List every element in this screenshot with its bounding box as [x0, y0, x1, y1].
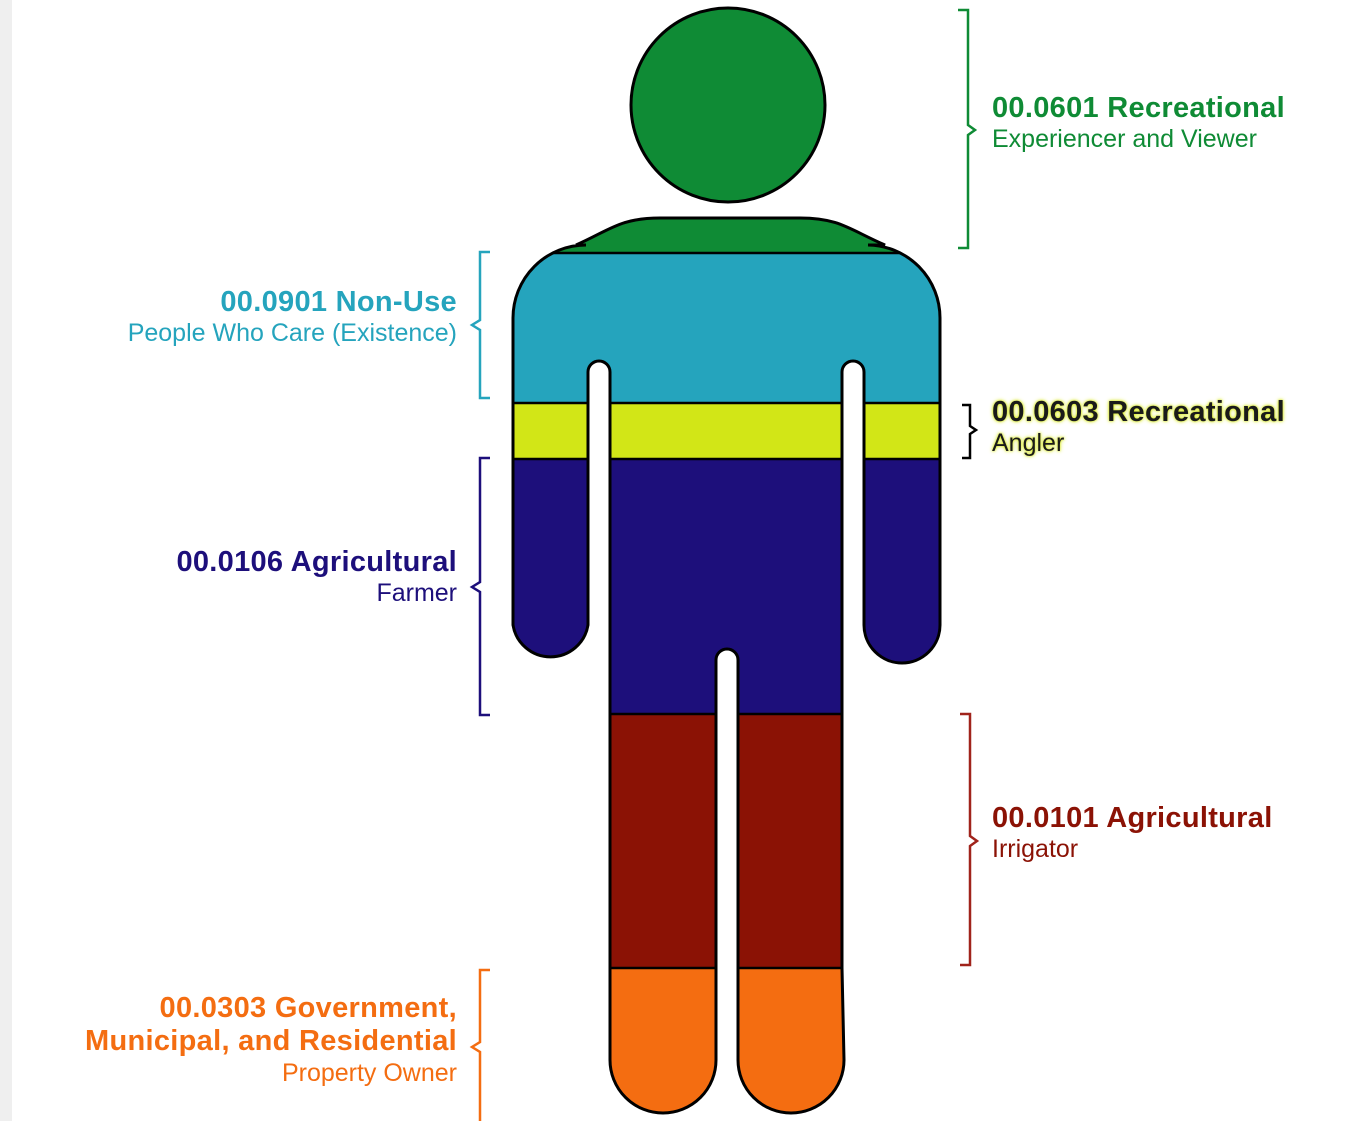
label-rec-viewer: 00.0601 Recreational Experiencer and Vie… [992, 92, 1285, 154]
figure-head [629, 6, 827, 204]
band-property [513, 968, 940, 1113]
bracket-irrigator [960, 712, 980, 967]
label-angler: 00.0603 Recreational Angler [992, 396, 1285, 458]
label-farmer: 00.0106 Agricultural Farmer [176, 546, 457, 608]
bracket-farmer [469, 456, 490, 717]
label-farmer-subtitle: Farmer [376, 579, 457, 608]
bracket-angler [962, 403, 979, 460]
bracket-property [469, 968, 490, 1121]
bracket-rec-viewer [958, 8, 978, 250]
label-nonuse: 00.0901 Non-Use People Who Care (Existen… [128, 286, 457, 348]
label-property: 00.0303 Government, Municipal, and Resid… [85, 992, 457, 1087]
label-property-title-line2: Municipal, and Residential [85, 1025, 457, 1058]
label-angler-subtitle: Angler [992, 429, 1065, 458]
label-nonuse-subtitle: People Who Care (Existence) [127, 319, 457, 348]
label-angler-title: 00.0603 Recreational [992, 396, 1285, 428]
figure-body-outline [511, 216, 942, 1115]
bracket-nonuse [469, 250, 490, 400]
label-property-title-line1: 00.0303 Government, [159, 992, 457, 1024]
band-angler [513, 403, 940, 459]
label-irrigator-title: 00.0101 Agricultural [992, 802, 1273, 834]
label-irrigator: 00.0101 Agricultural Irrigator [992, 802, 1273, 864]
label-property-subtitle: Property Owner [281, 1058, 457, 1087]
label-rec-viewer-title: 00.0601 Recreational [992, 92, 1285, 124]
label-nonuse-title: 00.0901 Non-Use [220, 286, 457, 318]
left-edge-strip [0, 0, 12, 1121]
band-irrigator [513, 714, 940, 968]
label-irrigator-subtitle: Irrigator [992, 835, 1079, 864]
band-nonuse [513, 253, 940, 403]
label-rec-viewer-subtitle: Experiencer and Viewer [992, 125, 1257, 154]
band-farmer [513, 459, 940, 714]
label-farmer-title: 00.0106 Agricultural [176, 546, 457, 578]
